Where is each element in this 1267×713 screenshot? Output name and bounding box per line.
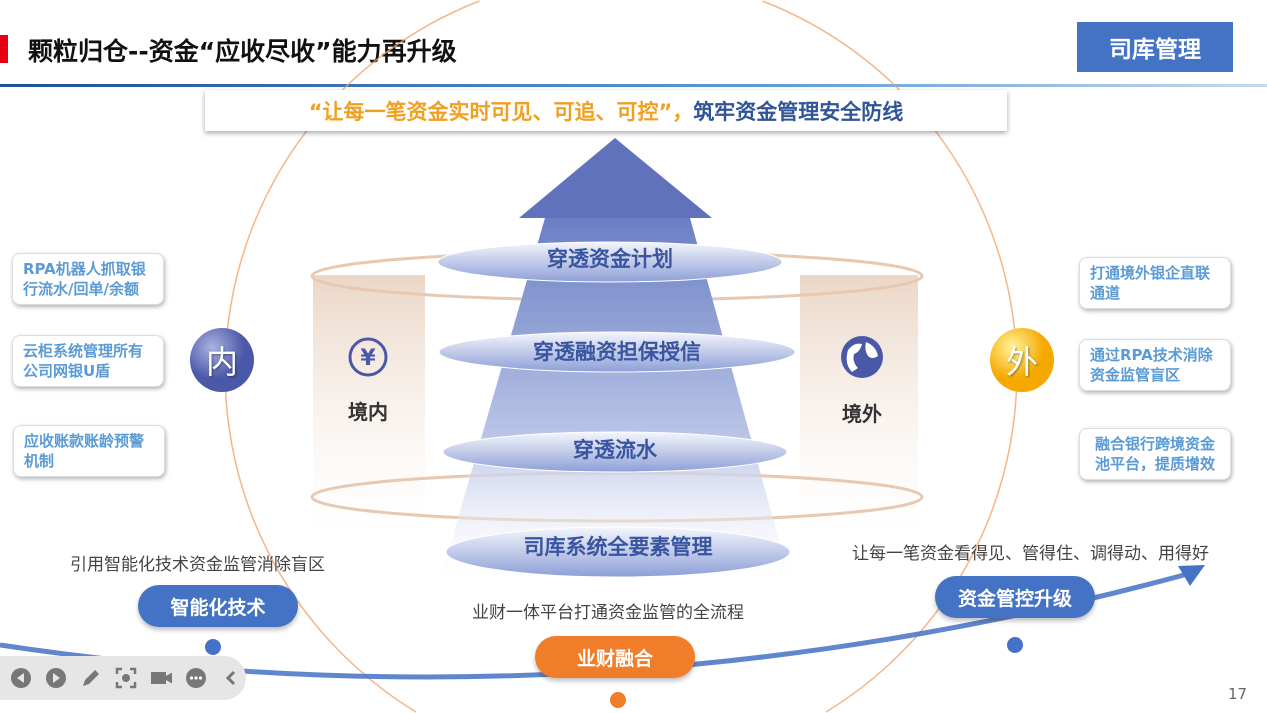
slogan-quote: “让每一笔资金实时可见、可追、可控”， — [308, 99, 694, 124]
next-icon[interactable] — [45, 667, 67, 689]
previous-icon[interactable] — [10, 667, 32, 689]
domestic-label: 境内 — [348, 400, 388, 424]
section-badge: 司库管理 — [1077, 22, 1233, 72]
foreign-item: 融合银行跨境资金池平台，提质增效 — [1079, 428, 1231, 480]
layer-ellipse — [437, 241, 783, 283]
milestone-dot — [203, 637, 223, 657]
caption-upgrade: 让每一笔资金看得见、管得住、调得动、用得好 — [852, 544, 1209, 564]
milestone-dot — [608, 690, 628, 710]
presentation-toolbar — [0, 656, 246, 700]
yuan-icon: ¥ — [348, 337, 388, 377]
layer-financing: 穿透融资担保授信 — [533, 340, 701, 364]
cylinder-right-panel — [800, 275, 918, 535]
more-icon[interactable] — [185, 667, 207, 689]
title-accent-bar — [0, 35, 8, 63]
domestic-circle-bg — [190, 328, 254, 392]
pen-icon[interactable] — [80, 667, 102, 689]
arrow-head — [519, 138, 712, 218]
arrow-shaft — [440, 218, 790, 580]
svg-text:¥: ¥ — [360, 346, 376, 371]
page-number: 17 — [1228, 685, 1248, 703]
foreign-circle-bg — [990, 328, 1054, 392]
milestone-dot — [1005, 635, 1025, 655]
camera-icon[interactable] — [150, 667, 172, 689]
domestic-item: 应收账款账龄预警机制 — [13, 425, 165, 477]
layer-ellipse — [445, 526, 791, 578]
foreign-circle: 外 — [1005, 343, 1038, 381]
slogan-tail: 筑牢资金管理安全防线 — [693, 99, 904, 124]
foreign-label: 境外 — [842, 402, 882, 426]
layer-ellipse — [438, 331, 796, 373]
layer-treasury-system: 司库系统全要素管理 — [523, 535, 713, 559]
foreign-item: 打通境外银企直联通道 — [1079, 257, 1231, 309]
domestic-item: 云柜系统管理所有公司网银U盾 — [12, 335, 164, 387]
screenshot-icon[interactable] — [115, 667, 137, 689]
layer-fund-plan: 穿透资金计划 — [547, 247, 673, 271]
foreign-item: 通过RPA技术消除资金监管盲区 — [1079, 339, 1231, 391]
caption-integration: 业财一体平台打通资金监管的全流程 — [472, 603, 744, 623]
cylinder-left-panel — [313, 275, 425, 535]
pill-control-upgrade: 资金管控升级 — [935, 576, 1095, 618]
pill-business-finance: 业财融合 — [535, 636, 695, 678]
layer-ellipse — [442, 431, 788, 473]
domestic-item: RPA机器人抓取银行流水/回单/余额 — [12, 253, 164, 305]
curve-arrowhead — [1178, 565, 1205, 586]
collapse-icon[interactable] — [220, 667, 242, 689]
caption-intelligent: 引用智能化技术资金监管消除盲区 — [70, 555, 325, 575]
header-divider — [0, 84, 1267, 87]
domestic-circle: 内 — [205, 343, 238, 381]
slogan-banner: “让每一笔资金实时可见、可追、可控”，筑牢资金管理安全防线 — [205, 90, 1007, 131]
pill-intelligent-tech: 智能化技术 — [138, 585, 298, 627]
globe-icon — [841, 336, 883, 378]
layer-cashflow: 穿透流水 — [573, 438, 657, 462]
slide-title: 颗粒归仓--资金“应收尽收”能力再升级 — [28, 37, 457, 66]
